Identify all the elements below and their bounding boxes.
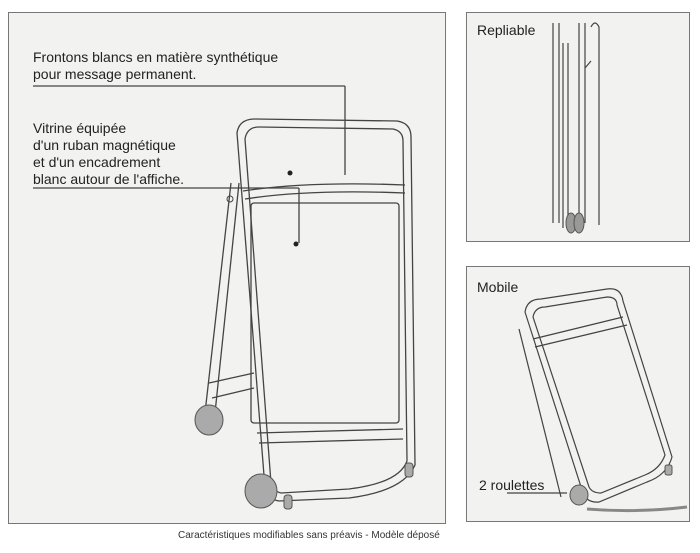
callout-line: et d'un encadrement — [33, 154, 161, 170]
callout-line: d'un ruban magnétique — [33, 137, 176, 153]
callout-line: blanc autour de l'affiche. — [33, 171, 185, 187]
main-illustration-panel: Frontons blancs en matière synthétique p… — [8, 12, 446, 524]
mobile-panel: Mobile 2 roulettes — [466, 266, 690, 522]
folded-stand-drawing — [552, 22, 600, 234]
wheel-front — [244, 473, 278, 509]
callout-frontons: Frontons blancs en matière synthétique p… — [33, 49, 278, 83]
callout-line: Frontons blancs en matière synthétique — [33, 49, 279, 65]
roulettes-callout: 2 roulettes — [479, 477, 545, 493]
repliable-panel: Repliable — [466, 12, 690, 242]
tilted-stand-drawing — [507, 288, 688, 513]
caption: Caractéristiques modifiables sans préavi… — [178, 530, 440, 541]
mobile-title: Mobile — [477, 279, 519, 295]
callout-line: pour message permanent. — [33, 66, 197, 82]
repliable-title: Repliable — [477, 22, 536, 38]
callout-vitrine: Vitrine équipée d'un ruban magnétique et… — [33, 120, 184, 188]
wheel-left — [194, 404, 224, 436]
callout-line: Vitrine équipée — [33, 120, 127, 136]
a-frame-stand-drawing — [33, 85, 416, 510]
